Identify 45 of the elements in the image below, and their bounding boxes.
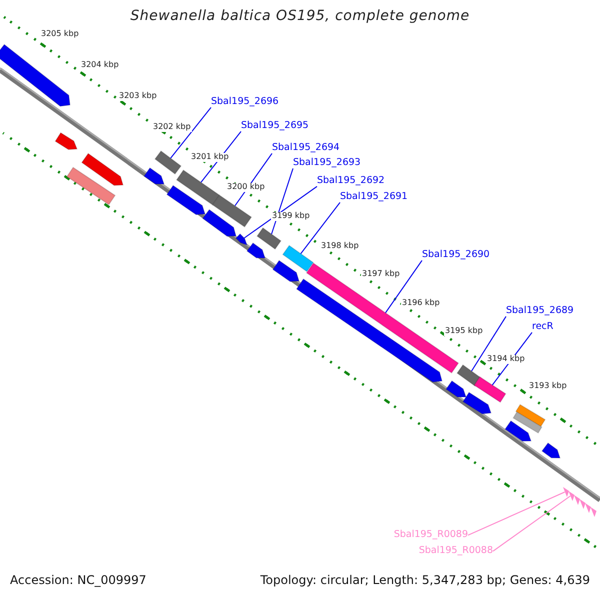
gene-segment xyxy=(256,227,282,250)
scale-label: 3194 kbp xyxy=(486,355,526,364)
scale-label: 3205 kbp xyxy=(40,30,80,39)
gene-segment xyxy=(456,364,482,387)
gene-segment xyxy=(212,194,252,228)
leader-line xyxy=(492,496,571,552)
gene-label: Sbal195_R0089 xyxy=(394,530,468,540)
gene-segment xyxy=(154,150,182,175)
gene-wedge xyxy=(563,487,569,497)
gene-label: Sbal195_2695 xyxy=(241,121,309,132)
gene-segment xyxy=(474,376,506,403)
gene-segment xyxy=(235,233,248,246)
gene-wedge xyxy=(568,491,574,501)
leader-line xyxy=(244,186,318,239)
scale-label: 3200 kbp xyxy=(226,183,266,192)
gene-label: Sbal195_2691 xyxy=(340,192,408,202)
gene-label: Sbal195_2689 xyxy=(506,306,574,316)
title: Shewanella baltica OS195, complete genome xyxy=(129,9,471,24)
scale-label: 3196 kbp xyxy=(401,299,441,308)
leader-line xyxy=(468,492,566,536)
gene-segment xyxy=(176,169,220,206)
accession-text: Accession: NC_009997 xyxy=(10,574,146,588)
scale-label: 3202 kbp xyxy=(152,123,192,132)
scale-label: 3201 kbp xyxy=(190,153,230,162)
scale-label: 3203 kbp xyxy=(118,92,158,101)
leader-line xyxy=(271,168,294,235)
scale-label: 3198 kbp xyxy=(320,242,360,251)
scale-label: 3197 kbp xyxy=(361,270,401,279)
leader-line xyxy=(471,316,506,372)
scale-label: 3199 kbp xyxy=(271,212,311,221)
gene-label: Sbal195_2693 xyxy=(293,158,361,168)
gene-segment xyxy=(282,244,314,272)
leader-line xyxy=(385,260,422,314)
scale-label: 3193 kbp xyxy=(528,382,568,391)
gene-label: Sbal195_2694 xyxy=(272,143,340,154)
leader-line xyxy=(170,106,212,159)
gene-label: Sbal195_2696 xyxy=(211,97,279,108)
genome-summary: Topology: circular; Length: 5,347,283 bp; Genes: 4,639 xyxy=(260,574,590,588)
gene-label: recR xyxy=(532,322,554,332)
leader-line xyxy=(300,202,340,254)
gene-label: Sbal195_R0088 xyxy=(418,546,493,556)
gene-label: Sbal195_2690 xyxy=(422,250,490,260)
scale-label: 3195 kbp xyxy=(444,327,484,336)
gene-label: Sbal195_2692 xyxy=(317,176,385,186)
scale-label: 3204 kbp xyxy=(80,61,120,70)
